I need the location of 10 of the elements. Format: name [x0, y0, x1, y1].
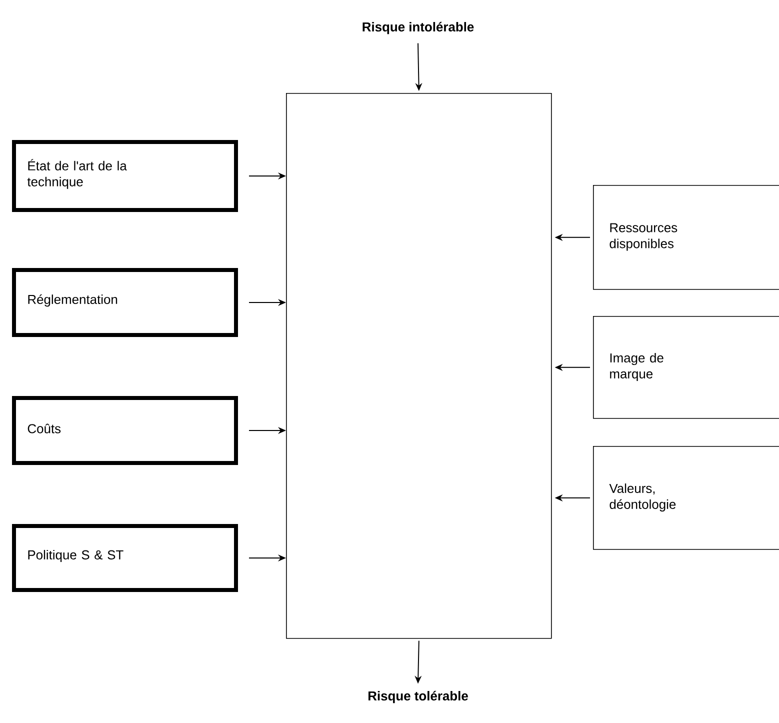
factor-box: Image de marque: [593, 316, 779, 419]
factor-box: Coûts: [12, 396, 238, 465]
factor-box: Politique S & ST: [12, 524, 238, 592]
heading-text: Risque intolérable: [362, 22, 474, 34]
process-box: [286, 93, 552, 639]
factor-box: Réglementation: [12, 268, 238, 337]
factor-box: Ressources disponibles: [593, 185, 779, 290]
factor-box: État de l'art de la technique: [12, 140, 238, 212]
heading-text: Risque tolérable: [368, 690, 468, 704]
factor-box: Valeurs, déontologie: [593, 446, 779, 550]
